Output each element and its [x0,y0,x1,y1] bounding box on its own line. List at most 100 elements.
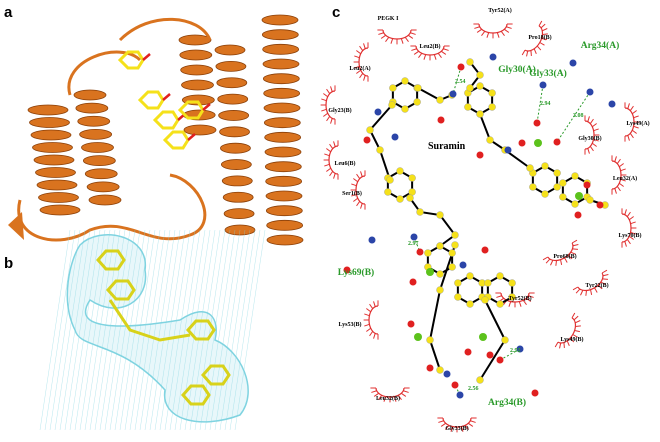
residue-label-hydrophobic: PEGK I [378,16,400,22]
spoke [324,153,330,157]
helix [178,34,217,136]
arc [611,160,622,190]
carbon-atom [571,200,579,208]
helix-turn [75,102,109,114]
spoke [575,320,581,324]
spoke [363,75,366,81]
spoke [359,73,364,79]
helix-turn [265,175,303,187]
spoke [629,133,634,139]
hydrogen-bond [536,84,544,124]
residue-label-hydrophobic: Leu2(B) [420,43,441,50]
mesh-line [84,229,116,431]
protein-ribbon-structure [8,14,304,246]
hydrophobic-contact-arc [437,417,477,433]
ligand-ring [200,364,231,386]
spoke [538,20,543,27]
spoke [575,325,581,328]
chain-bond [428,244,456,371]
panel-label-c: c [332,4,340,21]
helix-turn [181,79,214,91]
nitrogen-atom [456,391,464,399]
carbon-atom [401,77,409,85]
hbond-distance: 2.97 [408,241,419,247]
carbon-atom [529,183,537,191]
spoke [506,26,512,29]
spoke [626,239,631,245]
carbon-atom [476,376,484,384]
spoke [423,54,427,60]
hydrophobic-contact-arc [621,208,637,248]
mesh-line [229,229,261,431]
spoke [593,138,599,142]
spoke [333,173,336,179]
spoke [404,36,409,42]
oxygen-atom [518,139,526,147]
spoke [403,390,409,393]
helix-turn [263,87,301,99]
spoke [360,203,363,209]
helix-turn [218,110,250,121]
spoke [474,26,480,29]
spoke [496,32,500,38]
nitrogen-atom [516,345,524,353]
bond [187,133,196,141]
carbon-atom [426,336,434,344]
spoke [526,50,529,57]
residue-label-hbond: Arg34(B) [488,397,526,408]
spoke [353,197,359,202]
oxygen-atom [457,63,465,71]
spoke [602,278,609,280]
arc [382,29,412,40]
hbond-distance: 2.56 [468,386,479,392]
spoke [363,43,366,49]
spoke [460,426,464,432]
helix-turn [32,142,73,153]
mesh-line [169,229,201,431]
spoke [627,135,630,141]
helix [261,14,304,246]
carbon-atom [476,110,484,118]
carbon-atom [451,231,459,239]
spoke [326,116,331,122]
spoke [587,116,590,122]
spoke [594,287,598,293]
spoke [601,269,608,274]
hydrophobic-contact-arc [584,115,600,155]
spoke [518,301,522,307]
spoke [628,216,634,221]
spoke [356,201,361,207]
mesh-line [129,229,161,431]
spoke [563,342,565,349]
arc [355,175,366,205]
carbon-atom [496,300,504,308]
spoke [323,112,329,117]
carbon-atom [476,71,484,79]
carbon-atom [559,179,567,187]
helix-turn [265,205,303,217]
residue-label-hydrophobic: Pro68(B) [553,253,576,260]
spoke [574,330,580,333]
spoke [550,260,554,266]
spoke [353,178,359,183]
spoke [324,163,330,167]
mesh-line [194,229,226,431]
hydrophobic-contact-arc [410,45,450,61]
carbon-atom [396,195,404,203]
mesh-line [134,229,166,431]
carbon-atom [448,249,456,257]
carbon-atom [496,272,504,280]
carbon-atom [366,126,374,134]
spoke [554,341,559,348]
ring [162,130,190,150]
oxygen-atom [553,138,561,146]
residue-label-hydrophobic: Gly30(B) [578,135,601,142]
hydrophobic-contact-arc [521,20,548,57]
helix-turn [180,64,214,76]
residue-label-hydrophobic: Leu32(A) [613,175,637,182]
spoke [526,297,532,302]
spoke [400,38,404,44]
hydrophobic-contact-arc [353,42,369,82]
ligand-ring [180,384,211,406]
